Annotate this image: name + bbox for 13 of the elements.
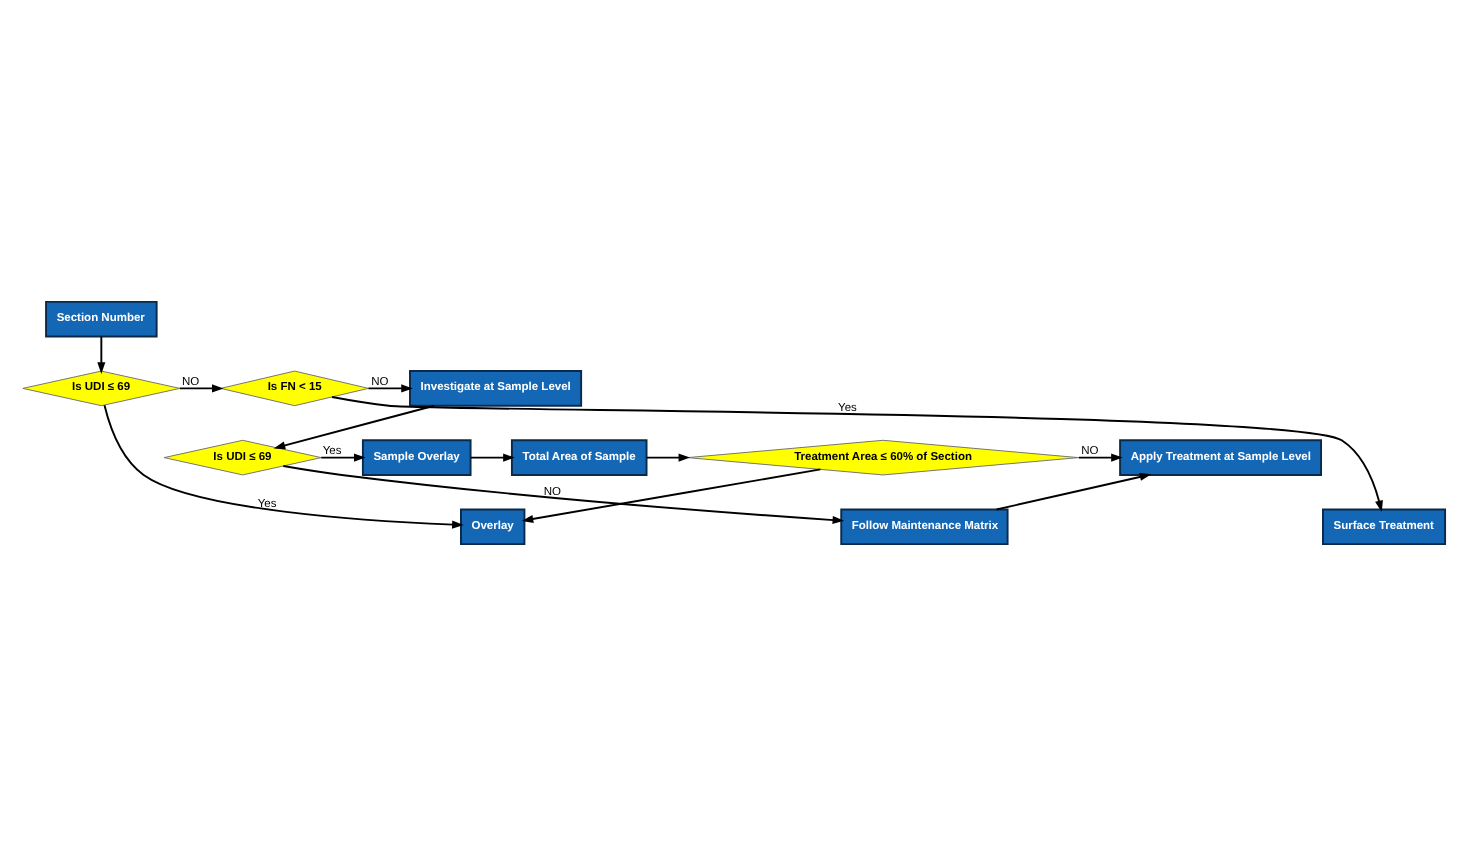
arrow xyxy=(995,472,1152,511)
arrow xyxy=(521,468,822,523)
arrow xyxy=(367,384,413,393)
arrow xyxy=(103,404,464,529)
arrow xyxy=(645,453,691,462)
arrow xyxy=(331,396,1383,513)
arrow xyxy=(320,453,366,462)
arrow xyxy=(178,384,224,393)
arrow xyxy=(1077,453,1123,462)
arrow xyxy=(282,465,845,525)
arrow xyxy=(273,404,435,450)
arrow xyxy=(97,335,106,374)
arrow xyxy=(469,453,515,462)
